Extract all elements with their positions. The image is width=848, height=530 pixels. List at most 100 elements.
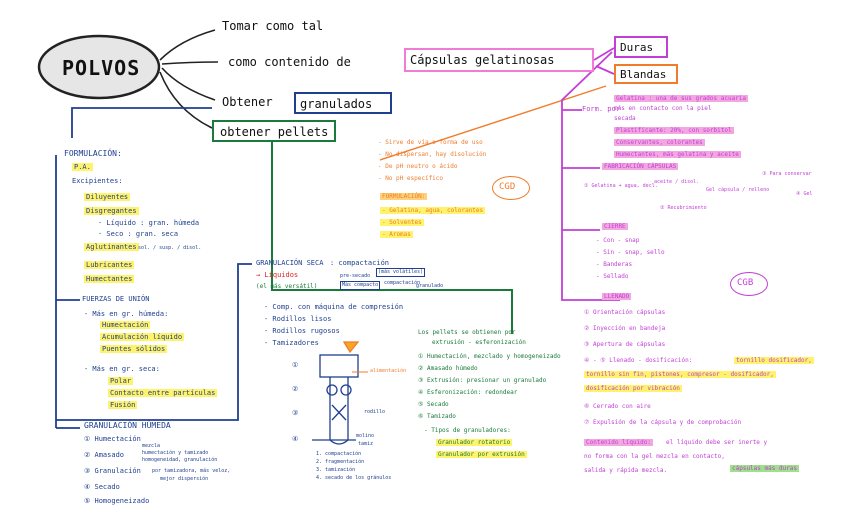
gs-item-4: - Tamizadores [264,339,319,347]
cgb-dosif: tornillo dosificador, [734,357,814,364]
gs-step-2: 2. fragmentación [316,459,365,465]
gh-step-5: ⑤ Homogeneizado [84,497,150,505]
cgb-item-2: Conservantes, colorantes [614,139,705,146]
gs-label-3: molino [356,433,375,439]
form-sub-liquido: · Líquido : gran. húmeda [98,219,200,227]
branch-tomar: Tomar como tal [222,19,324,33]
cgb-llenado-4: ④ - ⑤ Llenado - dosificación: [584,357,693,364]
gs-num-1: ① [292,361,299,369]
gs-step-4: 4. secado de los gránulos [316,475,392,481]
gh-step-1: ① Humectación [84,435,141,443]
cgb-dosif3: dosificación por vibración [584,385,682,392]
fuerzas-mas: - Más en gr. húmeda: [84,310,169,318]
cgb-llenado-5: ⑥ Cerrado con aire [584,403,651,410]
fuerzas-mas-2: Acumulación líquido [100,333,185,341]
cgb-gel3: secada [614,115,636,122]
gh-step-3: ③ Granulación [84,467,141,475]
fuerzas-menos-2-label: Contacto entre partículas [108,389,218,397]
arrow-obtener [161,67,216,101]
form-item-lubricantes-label: Lubricantes [84,261,135,269]
cgb-cierre-1: - Con - snap [596,237,640,244]
cgb-gel2: más en contacto con la piel [614,105,712,112]
granulacion-seca-comp: : compactación [330,259,390,267]
gh-step-4-label: Secado [94,483,120,491]
granulacion-seca-tam: (el más versátil) [256,283,318,290]
cgb-dosif3-label: dosificación por vibración [584,385,682,392]
pellets-subtitle: extrusión - esferonización [432,339,526,346]
fuerzas-menos-3-label: Fusión [108,401,138,409]
cgb-fabricacion-label: FABRICACIÓN CÁPSULAS [602,163,679,170]
pellets-box [212,120,336,142]
cgb-item-3-label: Humectantes, más gelatina y aceite [614,151,741,158]
gh-step-4: ④ Secado [84,483,120,491]
cgb-gelatina: Gelatina : una de sus grados acuaria [614,95,749,102]
cgb-llenado-6: ⑦ Expulsión de la cápsula y de comprobac… [584,419,742,426]
form-item-lubricantes: Lubricantes [84,261,135,269]
cgb-circle [730,272,768,296]
gh-amasado-note-1: mezcla [142,443,161,449]
branch-duras: Duras [620,41,654,54]
cgd-circle [492,176,530,200]
cgb-cont-text: el líquido debe ser inerte y [666,439,768,446]
form-sub-seco: · Seco : gran. seca [98,230,179,238]
pellets-step-6: ⑥ Tamizado [418,413,456,420]
form-item-excipientes: Excipientes: [72,177,123,185]
capsulas-box [404,48,594,72]
gs-num-2: ② [292,385,299,393]
fuerzas-menos-2: Contacto entre partículas [108,389,218,397]
form-item-disgregantes: Disgregantes [84,207,139,215]
cgb-cierre-label: CIERRE [602,223,628,230]
fuerzas-mas-3-label: Puentes sólidos [100,345,168,353]
gh-amasado-note-3: homogeneidad, granulación [142,457,218,463]
cgb-cont-tag: cápsulas más duras [730,465,800,472]
gh-amasado-note-2: humectación y tamizado [142,450,209,456]
pellets-tipos: - Tipos de granuladores: [424,427,511,434]
form-item-humectantes-label: Humectantes [84,275,135,283]
granulacion-humeda-title: GRANULACIÓN HÚMEDA [84,421,171,430]
gh-gran-note-2: mejor dispersión [160,476,209,482]
pellets-step-5: ⑤ Secado [418,401,449,408]
cgd-text-4: - No pH específico [378,175,444,182]
cgd-label: CGD [499,182,516,192]
cgb-item-2-label: Conservantes, colorantes [614,139,705,146]
gs-label-1: alimentación [370,368,407,374]
cgb-form: Form. por [582,105,620,113]
pellets-step-3-label: Extrusión: presionar un granulado [427,377,547,384]
cgb-cierre-4: - Sellado [596,273,629,280]
form-item-aglutinantes-label: Aglutinantes [84,243,139,251]
purple-blandas [595,65,615,75]
pellets-step-6-label: Tamizado [427,413,456,420]
gh-step-5-label: Homogeneizado [94,497,150,505]
pellets-tipo-1-label: Granulador rotatorio [436,439,513,446]
cgb-fab-4: ② Recubrimiento [660,205,707,211]
cgd-formulacion: FORMULACIÓN: [380,193,428,200]
gs-num-4: ④ [292,435,299,443]
cgb-cont-tag-label: cápsulas más duras [730,465,800,472]
cgb-llenado-3: ③ Apertura de cápsulas [584,341,666,348]
pellets-tipo-2: Granulador por extrusión [436,451,527,458]
cgb-fab-6: ④ Gel [796,191,813,197]
cgd-item-3: - Aromas [380,231,413,238]
form-agl-sub: sol. / susp. / disol. [138,245,202,251]
form-item-diluyentes-label: Diluyentes [84,193,131,201]
granulados-box [294,92,392,114]
gs-step-1: 1. compactación [316,451,362,457]
arrow-tomar [159,29,216,61]
cgd-item-1: - Gelatina, agua, colorantes [380,207,486,214]
fuerzas-menos-1: Polar [108,377,134,385]
purple-form [561,51,620,301]
fuerzas-mas-1-label: Humectación [100,321,151,329]
granulacion-seca-comp2: compactación [384,280,421,286]
pellets-tipo-1: Granulador rotatorio [436,439,513,446]
form-item-pa: P.A. [72,163,93,171]
pellets-step-2: ② Amasado húmedo [418,365,478,372]
gs-step-3: 3. tamización [316,467,356,473]
fuerzas-title: FUERZAS DE UNIÓN [82,295,150,303]
gs-label-4: tamiz [358,441,374,447]
fuerzas-menos: - Más en gr. seca: [84,365,160,373]
granulacion-seca-masv: (más volátiles) [376,268,426,277]
pellets-step-4-label: Esferonización: redondear [427,389,518,396]
orange-cgd [379,85,607,161]
branch-capsulas: Cápsulas gelatinosas [410,53,555,67]
